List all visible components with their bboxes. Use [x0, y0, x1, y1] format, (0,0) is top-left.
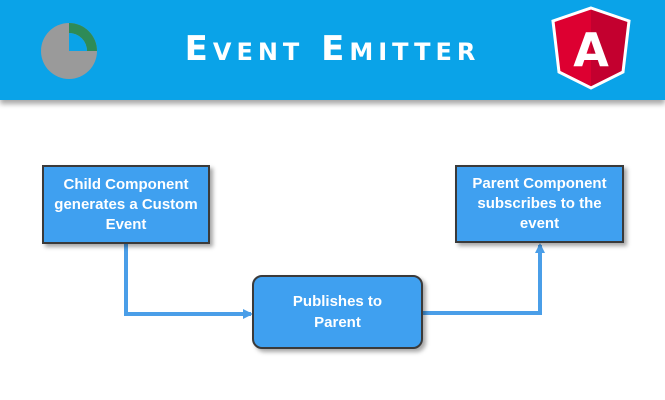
publish-node: Publishes to Parent [252, 275, 423, 349]
connector-publish-to-parent [423, 243, 545, 315]
parent-component-label: Parent Component subscribes to the event [472, 175, 607, 232]
parent-component-node: Parent Component subscribes to the event [455, 165, 624, 243]
publish-label: Publishes to Parent [292, 293, 383, 331]
page-title: Event Emitter [184, 29, 481, 69]
angular-letter: A [573, 23, 609, 77]
header-banner: Event Emitter A [0, 0, 665, 100]
child-component-node: Child Component generates a Custom Event [42, 165, 210, 244]
child-component-label: Child Component generates a Custom Event [54, 175, 198, 233]
connector-child-to-publish [124, 244, 253, 319]
angular-shield-icon: A [551, 6, 631, 90]
pie-logo-icon [41, 23, 97, 79]
